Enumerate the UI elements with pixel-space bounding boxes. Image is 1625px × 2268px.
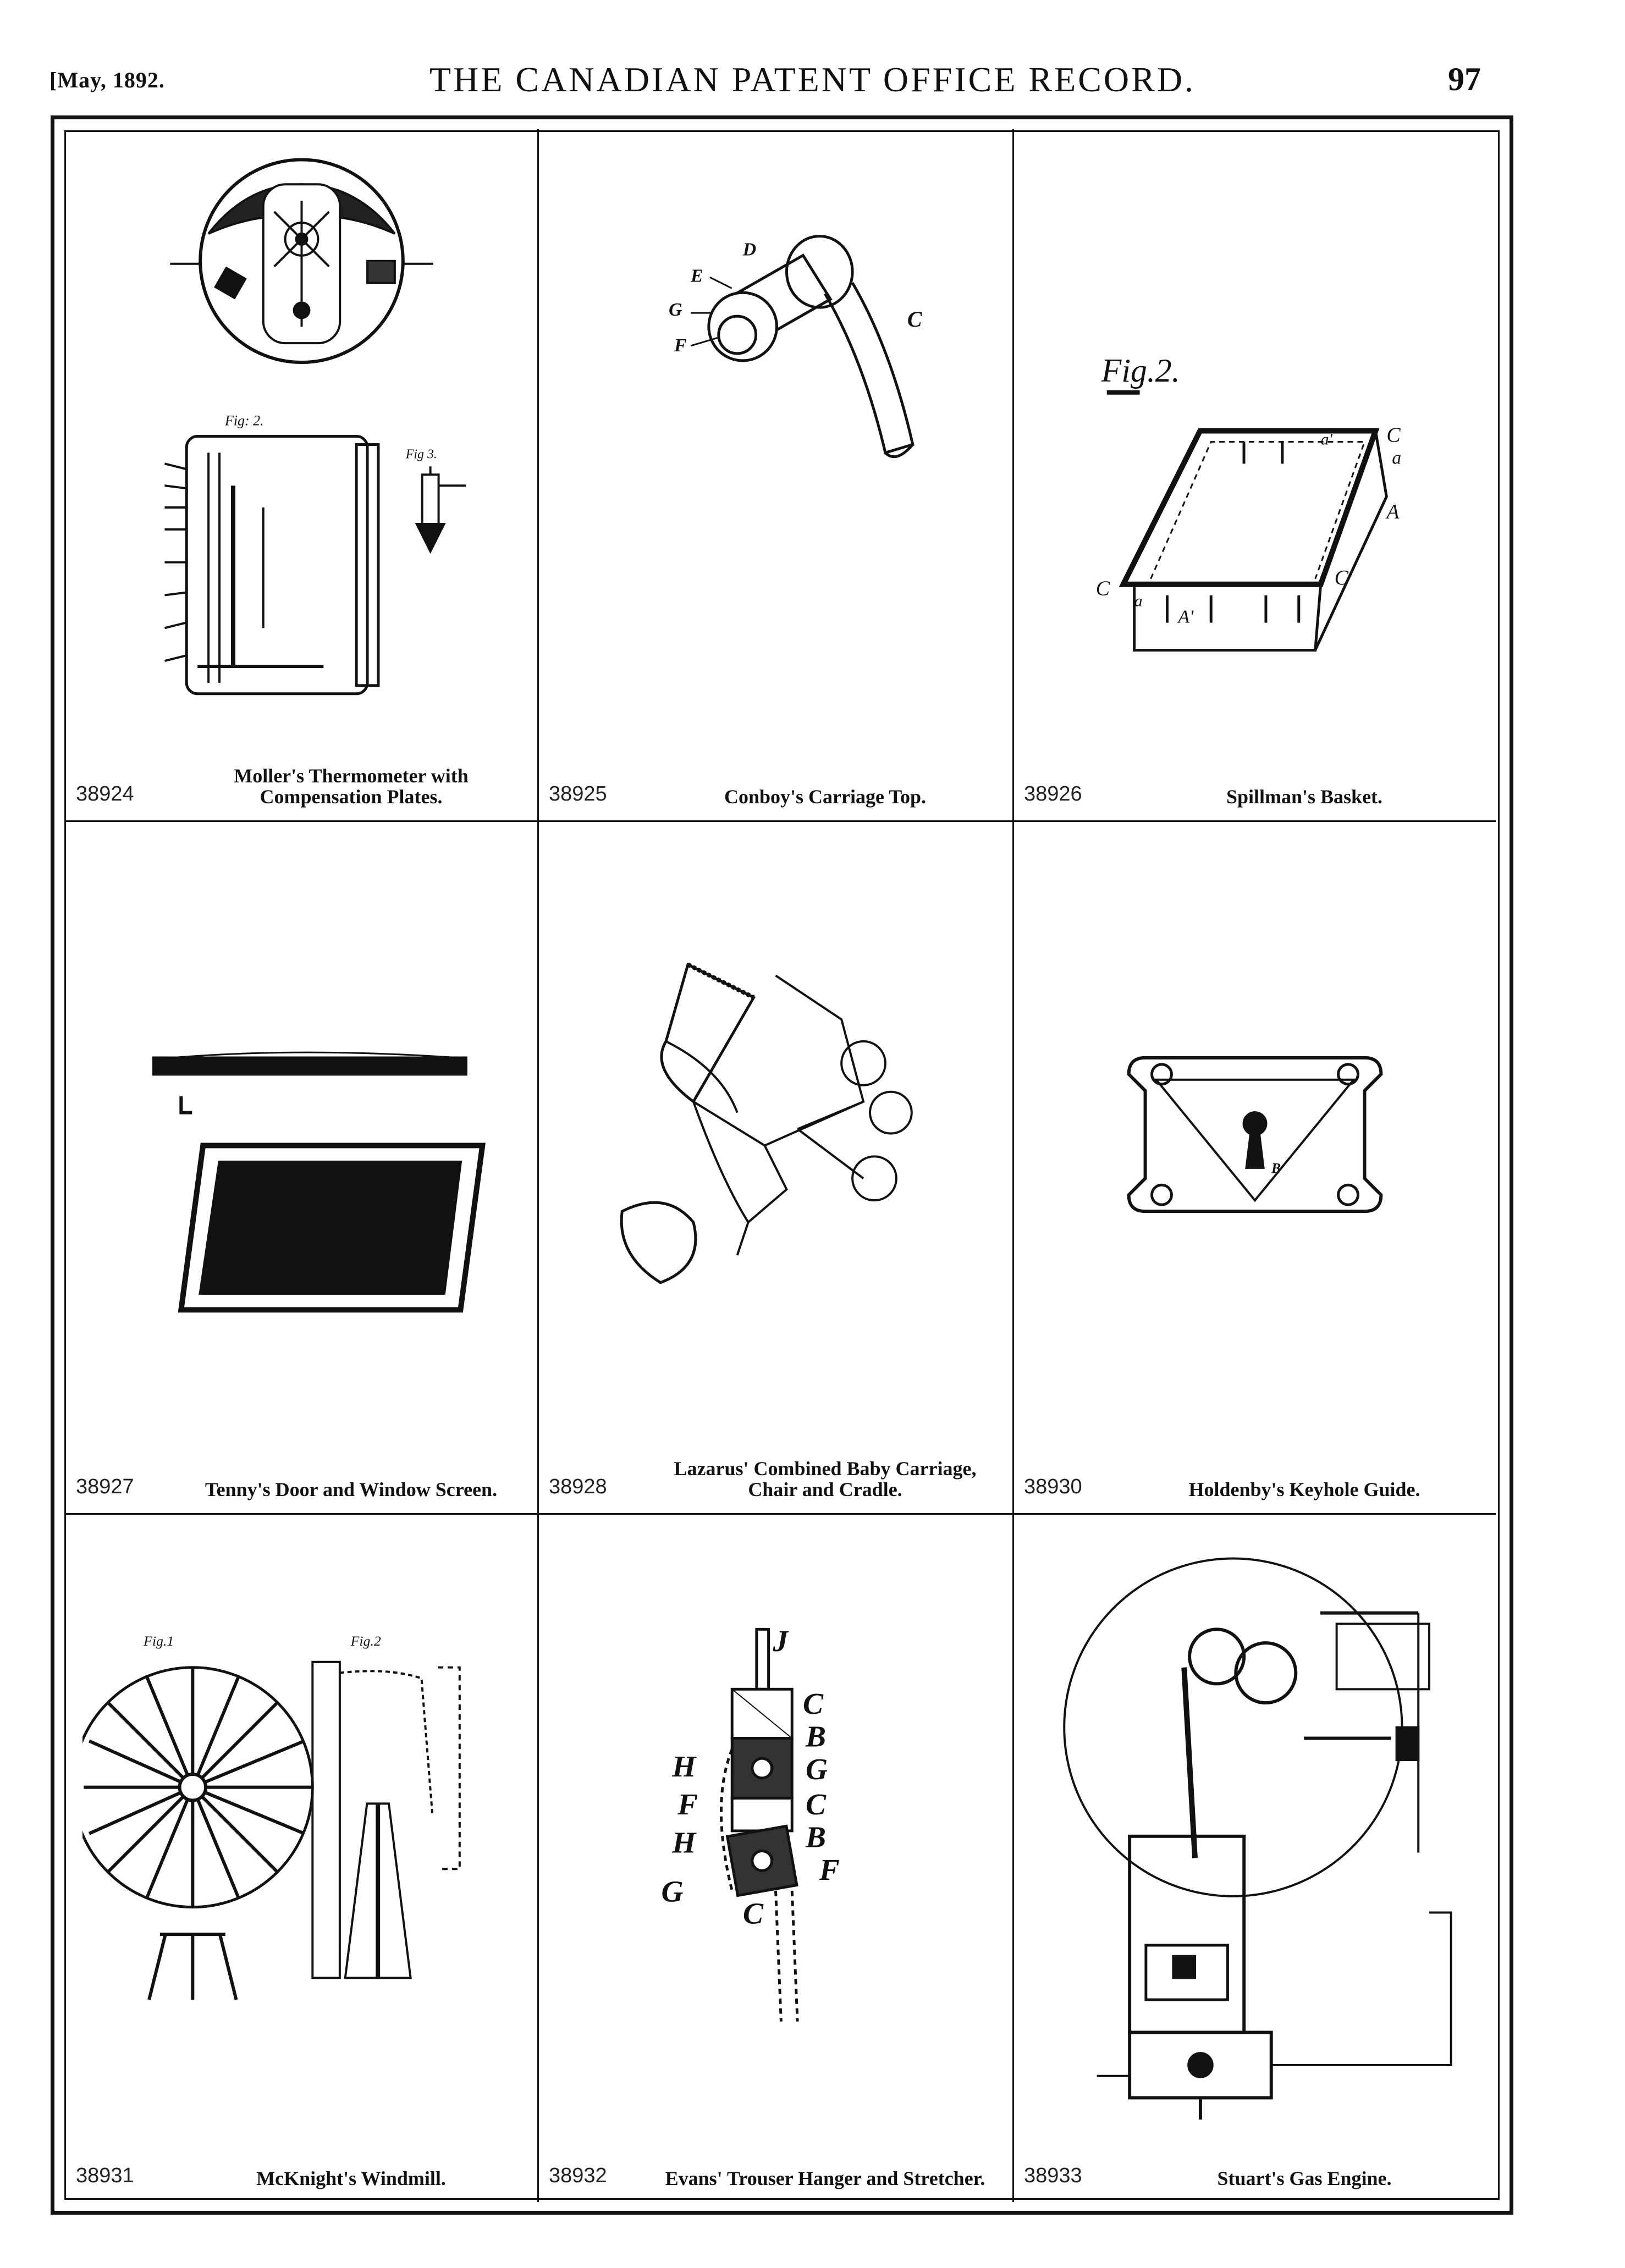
patent-number: 38928 [549,1475,607,1498]
fig-label-b2: B [805,1821,826,1855]
basket-illustration: Fig.2. C a a' A C a A' C [1031,146,1479,738]
patent-title: McKnight's Windmill. [256,2167,446,2189]
fig-label-2: Fig.2 [350,1633,381,1649]
baby-carriage-illustration [555,838,996,1431]
patent-title: Evans' Trouser Hanger and Stretcher. [665,2167,985,2189]
page-number: 97 [1448,61,1481,97]
journal-title: THE CANADIAN PATENT OFFICE RECORD. [429,60,1196,99]
page-frame [51,115,1513,2215]
fig-label-c2: C [806,1788,827,1822]
fig-label-A-prime: A' [1177,607,1194,627]
fig-label-a: a [1392,448,1401,468]
thermometer-illustration: Fig: 2. Fig 3. [82,146,521,738]
patent-number: 38926 [1024,782,1082,805]
patent-title: Spillman's Basket. [1226,786,1383,808]
window-screen-illustration [82,838,521,1431]
fig-label-g: G [806,1753,828,1786]
fig-label-g2: G [661,1875,683,1909]
plate-38924: Fig: 2. Fig 3. 38924 Moller's Thermomete… [66,129,539,822]
patent-number: 38933 [1024,2164,1082,2187]
fig-label-3: Fig 3. [405,447,437,461]
fig-label-e: E [690,266,703,286]
fig-label-d: D [742,239,756,260]
fig-label-f2: F [677,1788,698,1822]
carriage-top-illustration: D E G F C [555,146,996,738]
fig-label-b: B [805,1720,826,1753]
plate-caption: 38928 Lazarus' Combined Baby Carriage, C… [549,1444,1002,1504]
plate-38932: J C B G C B F H F H G C 38932 Evans' Tro… [539,1515,1014,2202]
patent-title: Lazarus' Combined Baby Carriage, Chair a… [674,1458,977,1500]
patent-title: Tenny's Door and Window Screen. [205,1478,498,1500]
plate-38930: B 38930 Holdenby's Keyhole Guide. [1014,822,1496,1515]
plate-38928: 38928 Lazarus' Combined Baby Carriage, C… [539,822,1014,1515]
fig-label-2: Fig: 2. [224,413,263,429]
running-header: [May, 1892. THE CANADIAN PATENT OFFICE R… [0,59,1625,103]
patent-number: 38924 [76,782,134,805]
patent-title: Holdenby's Keyhole Guide. [1188,1478,1420,1500]
fig-label-g: G [669,300,682,320]
patent-number: 38930 [1024,1475,1082,1498]
fig-label-c: C [803,1687,824,1721]
fig-label-c3: C [1096,577,1110,600]
patent-number: 38931 [76,2164,134,2187]
patent-number: 38925 [549,782,607,805]
patent-title: Moller's Thermometer with Compensation P… [234,765,469,808]
fig-label-a-prime: a' [1321,430,1333,448]
plate-38933: 38933 Stuart's Gas Engine. [1014,1515,1496,2202]
fig-label-j: J [773,1625,790,1658]
plate-38926: Fig.2. C a a' A C a A' C 38926 Spil [1014,129,1496,822]
fig-label-f: F [819,1853,840,1887]
issue-date: [May, 1892. [49,68,165,92]
fig-label-b: B [1271,1160,1281,1176]
plate-caption: 38930 Holdenby's Keyhole Guide. [1024,1444,1486,1504]
patent-number: 38927 [76,1475,134,1498]
plate-caption: 38926 Spillman's Basket. [1024,751,1486,812]
fig-label-c3: C [743,1897,764,1930]
fig-label-f: F [674,335,687,356]
plate-38927: 38927 Tenny's Door and Window Screen. [66,822,539,1515]
plate-caption: 38933 Stuart's Gas Engine. [1024,2133,1486,2193]
plate-caption: 38931 McKnight's Windmill. [76,2133,527,2193]
patent-title: Conboy's Carriage Top. [724,786,927,808]
plates-grid: Fig: 2. Fig 3. 38924 Moller's Thermomete… [66,129,1496,2202]
keyhole-guide-illustration: B [1031,838,1479,1431]
fig-label-A: A [1385,500,1400,523]
page-frame-inner [64,130,1500,2200]
fig-label-c: C [1386,424,1401,447]
fig-label-1: Fig.1 [143,1633,174,1649]
plate-caption: 38927 Tenny's Door and Window Screen. [76,1444,527,1504]
patent-number: 38932 [549,2164,607,2187]
plate-38925: D E G F C 38925 Conboy's Carriage Top. [539,129,1014,822]
windmill-illustration: Fig.1 Fig.2 [82,1531,521,2120]
fig-label-c2: C [1335,566,1349,589]
plate-caption: 38932 Evans' Trouser Hanger and Stretche… [549,2133,1002,2193]
plate-38931: Fig.1 Fig.2 [66,1515,539,2202]
gas-engine-illustration [1031,1531,1479,2120]
fig-label-h: H [671,1750,697,1784]
fig-label-fig2: Fig.2. [1101,352,1180,389]
plate-caption: 38924 Moller's Thermometer with Compensa… [76,751,527,812]
fig-label-h2: H [671,1826,697,1860]
plate-caption: 38925 Conboy's Carriage Top. [549,751,1002,812]
fig-label-c: C [907,307,922,332]
trouser-hanger-illustration: J C B G C B F H F H G C [555,1531,996,2120]
patent-title: Stuart's Gas Engine. [1217,2167,1392,2189]
fig-label-a2: a [1134,592,1143,610]
